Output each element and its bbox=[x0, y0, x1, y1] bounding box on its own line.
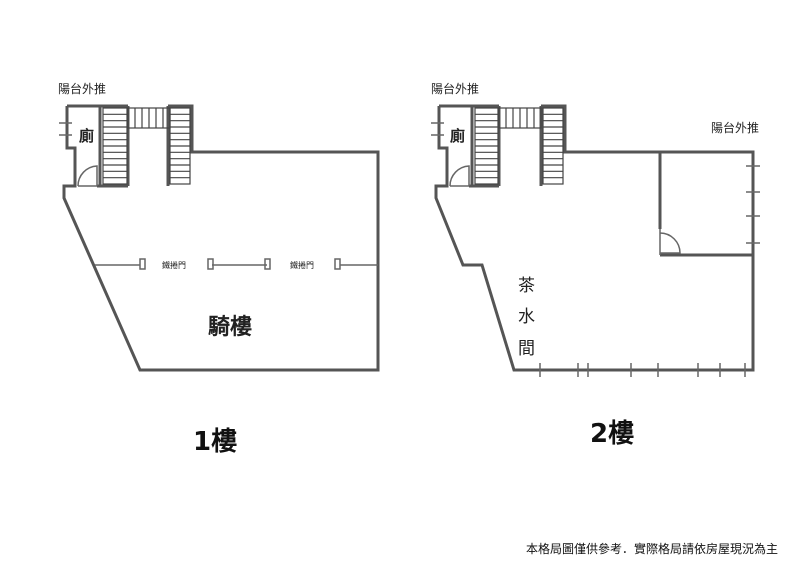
floor1-caption: 1樓 bbox=[193, 427, 238, 457]
floor2-toilet-window bbox=[431, 122, 444, 136]
floor2-stairs bbox=[474, 107, 564, 185]
floor2-tea-room-label-2: 水 bbox=[518, 307, 535, 327]
floor1-shutter-line bbox=[95, 258, 378, 270]
floor2-right-windows bbox=[746, 165, 760, 244]
floor2-caption: 2樓 bbox=[590, 419, 635, 449]
floor1-shutter-label-2: 鐵捲門 bbox=[290, 260, 314, 270]
floor2-tea-room-label-3: 間 bbox=[518, 339, 535, 359]
floor2-outer-wall bbox=[434, 104, 755, 372]
floor1-arcade-label: 騎樓 bbox=[208, 315, 252, 340]
floor2-toilet-door bbox=[449, 165, 470, 187]
floor2-balcony-label-left: 陽台外推 bbox=[431, 81, 479, 96]
floor1-plan: 鐵捲門 鐵捲門 陽台外推 廁 騎樓 bbox=[58, 81, 380, 372]
floor1-balcony-label: 陽台外推 bbox=[58, 81, 106, 96]
floor2-bottom-windows bbox=[539, 363, 746, 377]
floor2-inner-door bbox=[659, 229, 681, 255]
floor1-toilet-door bbox=[77, 165, 98, 187]
disclaimer-text: 本格局圖僅供參考．實際格局請依房屋現況為主 bbox=[525, 542, 778, 556]
floor1-toilet-window bbox=[59, 122, 72, 136]
floor1-stairs bbox=[102, 107, 191, 185]
floor2-balcony-label-right: 陽台外推 bbox=[711, 120, 759, 135]
floor2-plan: 陽台外推 陽台外推 廁 茶 水 間 bbox=[431, 81, 760, 377]
floor1-outer-wall bbox=[62, 104, 380, 372]
floor1-shutter-label-1: 鐵捲門 bbox=[162, 260, 186, 270]
floor2-tea-room-label-1: 茶 bbox=[518, 276, 535, 296]
floor2-toilet-label: 廁 bbox=[450, 127, 465, 145]
floor1-toilet-label: 廁 bbox=[79, 127, 94, 145]
